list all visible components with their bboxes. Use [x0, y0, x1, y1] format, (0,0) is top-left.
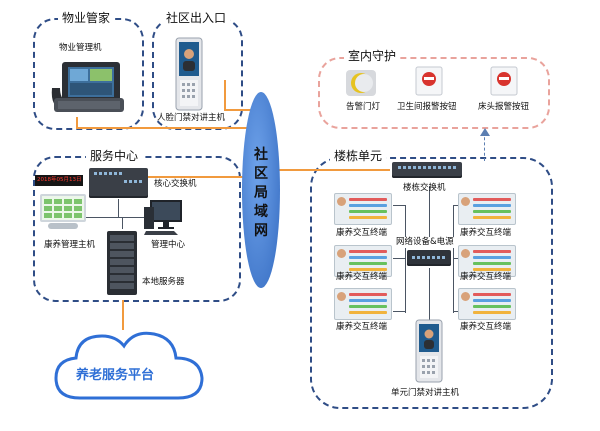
face-gate-icon — [175, 37, 203, 111]
building-region-title: 楼栋单元 — [330, 148, 387, 164]
network-oval — [242, 92, 280, 288]
floor-switch-down-line — [429, 186, 430, 248]
service-network-line — [141, 176, 252, 178]
care-terminal-label: 康养交互终端 — [460, 272, 512, 282]
care-host-label: 康养管理主机 — [44, 240, 96, 250]
care-terminal — [334, 193, 392, 225]
network-label: 社区局域网 — [254, 147, 268, 239]
gate-link-vertical — [224, 80, 226, 110]
server-link-line — [122, 217, 123, 229]
indoor-region-title: 室内守护 — [344, 48, 401, 64]
local-server-icon — [107, 231, 137, 295]
cloud-link-line — [122, 300, 124, 330]
property-network-line — [76, 127, 252, 129]
care-terminal-label: 康养交互终端 — [336, 322, 388, 332]
intercom-link-line — [429, 268, 430, 320]
care-terminal-label: 康养交互终端 — [460, 228, 512, 238]
indoor-uplink-arrow — [484, 132, 485, 161]
service-region-title: 服务中心 — [86, 148, 143, 164]
mgmt-center-icon — [144, 200, 182, 235]
gate-link-horizontal — [224, 109, 252, 111]
left-branch-top — [393, 205, 406, 206]
care-host-icon — [40, 194, 86, 229]
care-terminal-label: 康养交互终端 — [336, 228, 388, 238]
net-power-switch-icon — [407, 250, 451, 266]
left-branch-bottom — [393, 311, 406, 312]
face-gate-label: 人脸门禁对讲主机 — [157, 113, 226, 123]
property-link-line — [76, 117, 78, 127]
property-host-icon — [51, 62, 124, 112]
care-terminal — [458, 245, 516, 277]
floor-switch-label: 楼栋交换机 — [403, 183, 446, 193]
care-terminal — [458, 288, 516, 320]
cloud-label: 养老服务平台 — [76, 368, 155, 383]
gate-region-title: 社区出入口 — [162, 10, 231, 26]
unit-intercom-icon — [415, 319, 443, 383]
bathroom-button-icon — [415, 66, 443, 96]
care-terminal — [334, 288, 392, 320]
left-branch-mid — [393, 258, 406, 259]
mgmt-center-label: 管理中心 — [151, 240, 186, 250]
bedside-button-icon — [490, 66, 518, 96]
building-region — [310, 157, 553, 409]
warning-light-label: 告警门灯 — [346, 102, 381, 112]
care-terminal — [458, 193, 516, 225]
property-host-label: 物业管理机 — [59, 43, 102, 53]
indoor-region — [318, 57, 550, 129]
left-trunk-line — [405, 205, 406, 313]
core-switch-down-line — [118, 199, 119, 217]
core-switch-icon — [89, 168, 148, 198]
cloud-icon — [54, 331, 204, 400]
warning-light-icon — [346, 70, 376, 96]
net-power-label: 网络设备&电源 — [395, 237, 455, 248]
care-terminal — [334, 245, 392, 277]
local-server-label: 本地服务器 — [142, 277, 185, 287]
bedside-button-label: 床头报警按钮 — [478, 102, 530, 112]
unit-intercom-label: 单元门禁对讲主机 — [391, 388, 460, 398]
right-trunk-line — [453, 205, 454, 313]
floor-switch-icon — [392, 162, 462, 178]
core-switch-label: 核心交换机 — [154, 179, 197, 189]
led-display-text: 2018年05月13日 — [37, 177, 82, 183]
bathroom-button-label: 卫生间报警按钮 — [397, 102, 457, 112]
building-network-line — [270, 169, 390, 171]
service-tree-line — [60, 217, 160, 218]
uplink-arrowhead-icon — [480, 128, 490, 136]
care-terminal-label: 康养交互终端 — [460, 322, 512, 332]
property-region-title: 物业管家 — [58, 10, 115, 26]
led-display — [35, 175, 83, 186]
care-terminal-label: 康养交互终端 — [336, 272, 388, 282]
